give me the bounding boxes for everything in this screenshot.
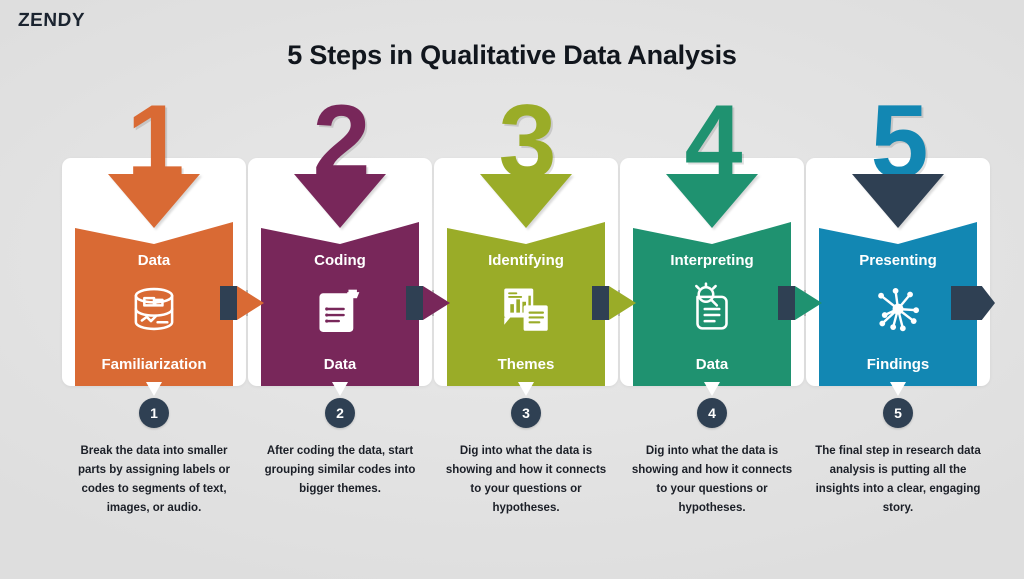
step-title-bottom: Data xyxy=(323,356,357,373)
step-badge-1: 1 xyxy=(139,398,169,428)
card-pointer-icon xyxy=(704,382,720,396)
down-arrow-icon xyxy=(852,174,944,228)
step-description: Dig into what the data is showing and ho… xyxy=(445,445,607,514)
connector-stub xyxy=(592,286,609,320)
step-title-top: Identifying xyxy=(488,252,564,269)
step-badge-4: 4 xyxy=(697,398,727,428)
step-badge-2: 2 xyxy=(325,398,355,428)
step-description: The final step in research data analysis… xyxy=(815,445,981,514)
step-title-bottom: Themes xyxy=(497,356,555,373)
connector-triangle-icon xyxy=(237,286,264,320)
step-title-bottom: Findings xyxy=(866,356,930,373)
card-pointer-icon xyxy=(518,382,534,396)
step-description: Break the data into smaller parts by ass… xyxy=(77,445,231,514)
document-list-icon xyxy=(311,280,369,338)
down-arrow-icon xyxy=(666,174,758,228)
connector-stub xyxy=(778,286,795,320)
step-badge-5: 5 xyxy=(883,398,913,428)
bar-chart-report-icon xyxy=(497,280,555,338)
magnifier-document-icon xyxy=(683,280,741,338)
down-arrow-icon xyxy=(108,174,200,228)
step-title-bottom: Familiarization xyxy=(101,356,207,373)
down-arrow-icon xyxy=(480,174,572,228)
step-title-top: Data xyxy=(137,252,171,269)
connector-stub xyxy=(220,286,237,320)
connector-stub xyxy=(406,286,423,320)
connector-triangle-icon xyxy=(423,286,450,320)
network-nodes-icon xyxy=(869,280,927,338)
brand-logo: ZENDY xyxy=(17,10,86,32)
card-pointer-icon xyxy=(332,382,348,396)
step-title-top: Presenting xyxy=(859,252,937,269)
step-badge-3: 3 xyxy=(511,398,541,428)
connector-triangle-icon xyxy=(795,286,822,320)
step-description: Dig into what the data is showing and ho… xyxy=(631,445,793,514)
step-description: After coding the data, start grouping si… xyxy=(264,445,416,495)
zendy-wordmark-icon: ZENDY xyxy=(17,10,86,31)
page-title: 5 Steps in Qualitative Data Analysis xyxy=(287,40,737,70)
step-title-bottom: Data xyxy=(695,356,729,373)
step-title-top: Interpreting xyxy=(670,252,754,269)
card-pointer-icon xyxy=(146,382,162,396)
down-arrow-icon xyxy=(294,174,386,228)
connector-triangle-icon xyxy=(609,286,636,320)
database-cylinder-icon xyxy=(125,280,183,338)
step-title-top: Coding xyxy=(314,252,366,269)
card-pointer-icon xyxy=(890,382,906,396)
